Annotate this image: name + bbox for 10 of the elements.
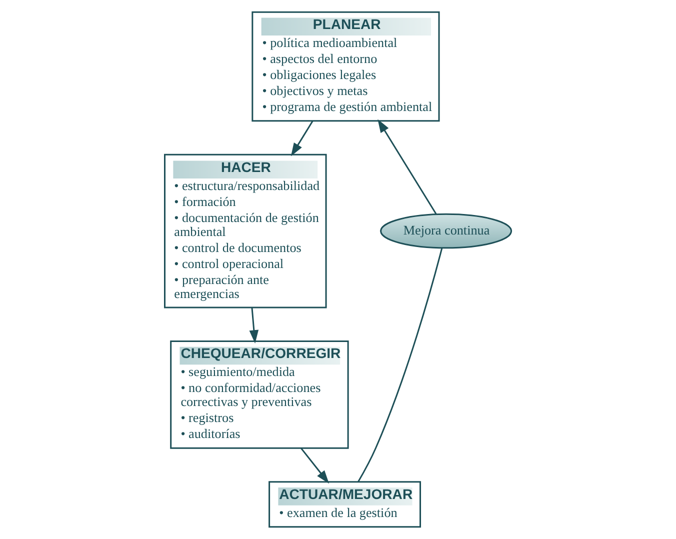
node-box: HACER • estructura/responsabilidad • formación • documentación de gestión ambiental • control de documentos • control operacional • preparación ante emergencias <box>164 154 327 308</box>
arrow <box>378 119 437 214</box>
arrow <box>249 308 259 344</box>
arrow <box>290 120 314 156</box>
connector <box>358 248 443 482</box>
arrow <box>300 448 330 484</box>
node-box: ACTUAR/MEJORAR • examen de la gestión <box>268 481 421 528</box>
node-ellipse: Mejora continua <box>380 213 512 249</box>
node-box: PLANEAR • política medioambiental • aspectos del entorno • obligaciones legales • objectivos y metas • programa de gestión ambiental <box>252 11 440 122</box>
node-box: CHEQUEAR/CORREGIR • seguimiento/medida • no conformidad/acciones correctivas y preventivas • registros • auditorías <box>170 340 349 449</box>
